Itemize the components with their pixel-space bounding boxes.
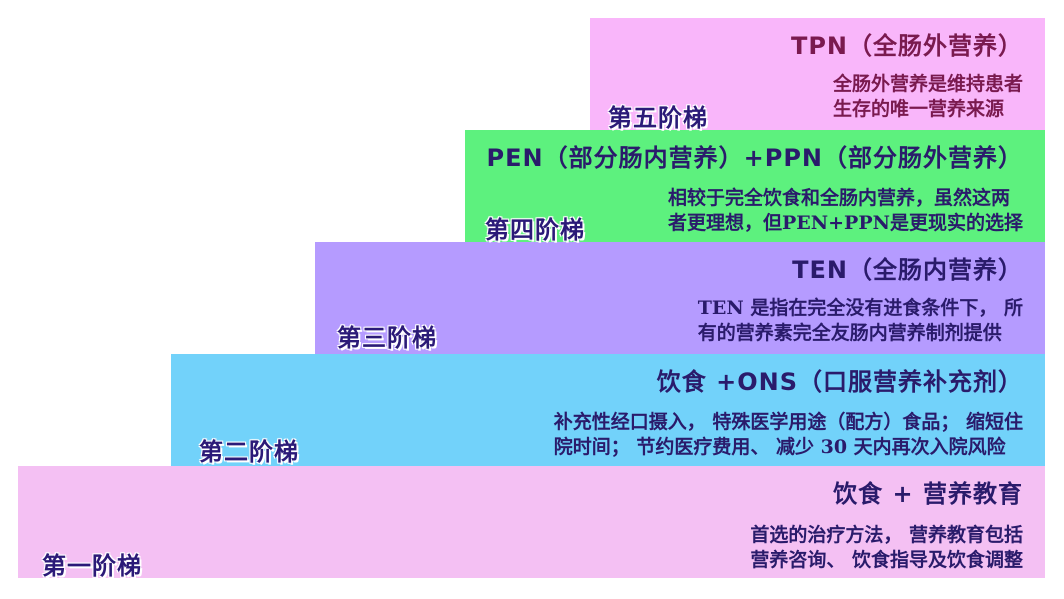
step-2-label: 第二阶梯 bbox=[199, 438, 299, 466]
step-5-description-line-1: 全肠外营养是维持患者 bbox=[832, 73, 1023, 95]
step-5-label: 第五阶梯 bbox=[608, 104, 708, 132]
step-3-title: TEN（全肠内营养） bbox=[792, 256, 1023, 284]
step-5-block: TPN（全肠外营养） 全肠外营养是维持患者 生存的唯一营养来源 第五阶梯 bbox=[590, 18, 1045, 132]
step-5-description: 全肠外营养是维持患者 生存的唯一营养来源 bbox=[833, 72, 1023, 122]
step-2-title: 饮食 +ONS（口服营养补充剂） bbox=[656, 368, 1023, 396]
step-3-block: TEN（全肠内营养） TEN 是指在完全没有进食条件下， 所 有的营养素完全友肠… bbox=[315, 242, 1045, 354]
step-2-description: 补充性经口摄入， 特殊医学用途（配方）食品； 缩短住 院时间； 节约医疗费用、 … bbox=[554, 410, 1023, 460]
step-5-title: TPN（全肠外营养） bbox=[790, 32, 1023, 60]
step-1-description: 首选的治疗方法， 营养教育包括 营养咨询、 饮食指导及饮食调整 bbox=[750, 523, 1023, 573]
step-3-label: 第三阶梯 bbox=[337, 324, 437, 352]
step-2-description-line-2: 院时间； 节约医疗费用、 减少 30 天内再次入院风险 bbox=[553, 436, 1006, 458]
step-4-block: PEN（部分肠内营养）+PPN（部分肠外营养） 相较于完全饮食和全肠内营养，虽然… bbox=[465, 130, 1045, 244]
step-4-description-line-2: 者更理想，但PEN+PPN是更现实的选择 bbox=[668, 212, 1023, 234]
step-1-block: 饮食 + 营养教育 首选的治疗方法， 营养教育包括 营养咨询、 饮食指导及饮食调… bbox=[18, 466, 1045, 580]
step-1-description-line-1: 首选的治疗方法， 营养教育包括 bbox=[750, 524, 1023, 546]
step-1-label: 第一阶梯 bbox=[42, 552, 142, 580]
step-4-description-line-1: 相较于完全饮食和全肠内营养，虽然这两 bbox=[668, 187, 1011, 209]
step-4-description: 相较于完全饮食和全肠内营养，虽然这两 者更理想，但PEN+PPN是更现实的选择 bbox=[668, 186, 1023, 236]
step-2-description-line-1: 补充性经口摄入， 特殊医学用途（配方）食品； 缩短住 bbox=[553, 411, 1023, 433]
step-1-title: 饮食 + 营养教育 bbox=[833, 480, 1023, 508]
step-3-description-line-2: 有的营养素完全友肠内营养制剂提供 bbox=[697, 322, 1002, 344]
step-2-block: 饮食 +ONS（口服营养补充剂） 补充性经口摄入， 特殊医学用途（配方）食品； … bbox=[171, 354, 1045, 466]
step-3-description-line-1: TEN 是指在完全没有进食条件下， 所 bbox=[697, 297, 1023, 319]
step-5-description-line-2: 生存的唯一营养来源 bbox=[832, 98, 1004, 120]
step-4-title: PEN（部分肠内营养）+PPN（部分肠外营养） bbox=[486, 144, 1023, 172]
step-1-description-line-2: 营养咨询、 饮食指导及饮食调整 bbox=[750, 549, 1023, 571]
step-4-label: 第四阶梯 bbox=[485, 216, 585, 244]
step-3-description: TEN 是指在完全没有进食条件下， 所 有的营养素完全友肠内营养制剂提供 bbox=[698, 296, 1023, 346]
